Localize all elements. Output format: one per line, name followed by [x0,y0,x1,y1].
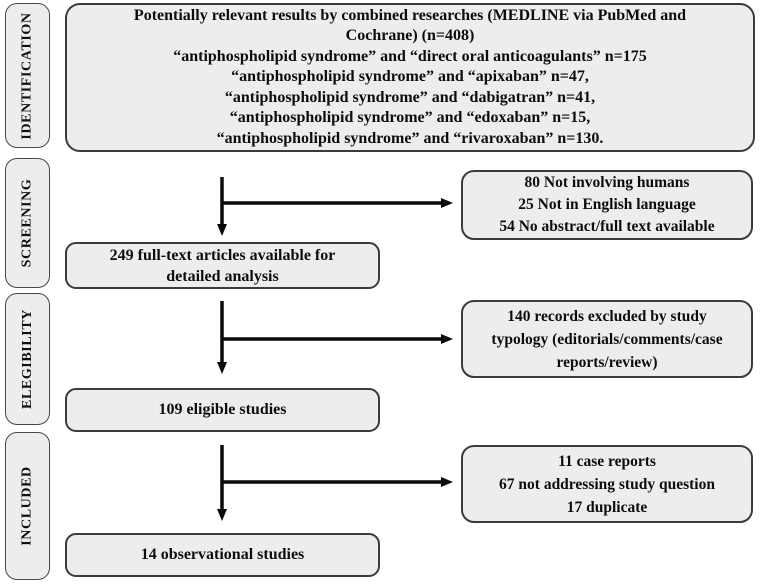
stage-box-identification: IDENTIFICATION [5,3,50,148]
full-text-line: detailed analysis [166,267,279,285]
identification-line: Cochrane) (n=408) [345,27,475,45]
included-exclusions-box: 11 case reports 67 not addressing study … [461,445,753,523]
identification-results-box: Potentially relevant results by combined… [65,3,755,152]
observational-studies-box: 14 observational studies [65,533,380,577]
full-text-line: 249 full-text articles available for [109,246,336,264]
exclusion-line: typology (editorials/comments/case [491,330,723,348]
identification-line: “antiphospholipid syndrome” and “direct … [173,47,647,65]
exclusion-line: 11 case reports [558,452,656,470]
exclusion-line: 67 not addressing study question [499,475,715,493]
stage-box-eligibility: ELEGIBILITY [5,293,50,425]
exclusion-line: 17 duplicate [566,498,648,516]
identification-line: “antiphospholipid syndrome” and “dabigat… [224,88,596,106]
exclusion-line: 25 Not in English language [518,196,696,213]
observational-studies-line: 14 observational studies [140,546,305,563]
eligible-studies-line: 109 eligible studies [158,401,287,418]
exclusion-line: 140 records excluded by study [507,307,707,325]
identification-line: “antiphospholipid syndrome” and “edoxaba… [229,109,591,127]
stage-box-screening: SCREENING [5,158,50,288]
eligible-studies-box: 109 eligible studies [65,388,380,432]
identification-line: Potentially relevant results by combined… [133,6,687,24]
arrow-identification-to-screening [217,177,453,236]
exclusion-line: 54 No abstract/full text available [499,218,715,235]
stage-box-included: INCLUDED [5,432,50,580]
screening-exclusions-box: 80 Not involving humans 25 Not in Englis… [461,170,753,240]
exclusion-line: reports/review) [556,353,658,371]
full-text-articles-box: 249 full-text articles available for det… [65,242,380,289]
identification-line: “antiphospholipid syndrome” and “apixaba… [231,68,589,86]
arrow-screening-to-eligibility [217,301,453,374]
identification-line: “antiphospholipid syndrome” and “rivarox… [216,129,604,147]
eligibility-exclusions-box: 140 records excluded by study typology (… [461,300,753,378]
arrow-eligibility-to-included [217,445,453,521]
exclusion-line: 80 Not involving humans [524,174,690,191]
